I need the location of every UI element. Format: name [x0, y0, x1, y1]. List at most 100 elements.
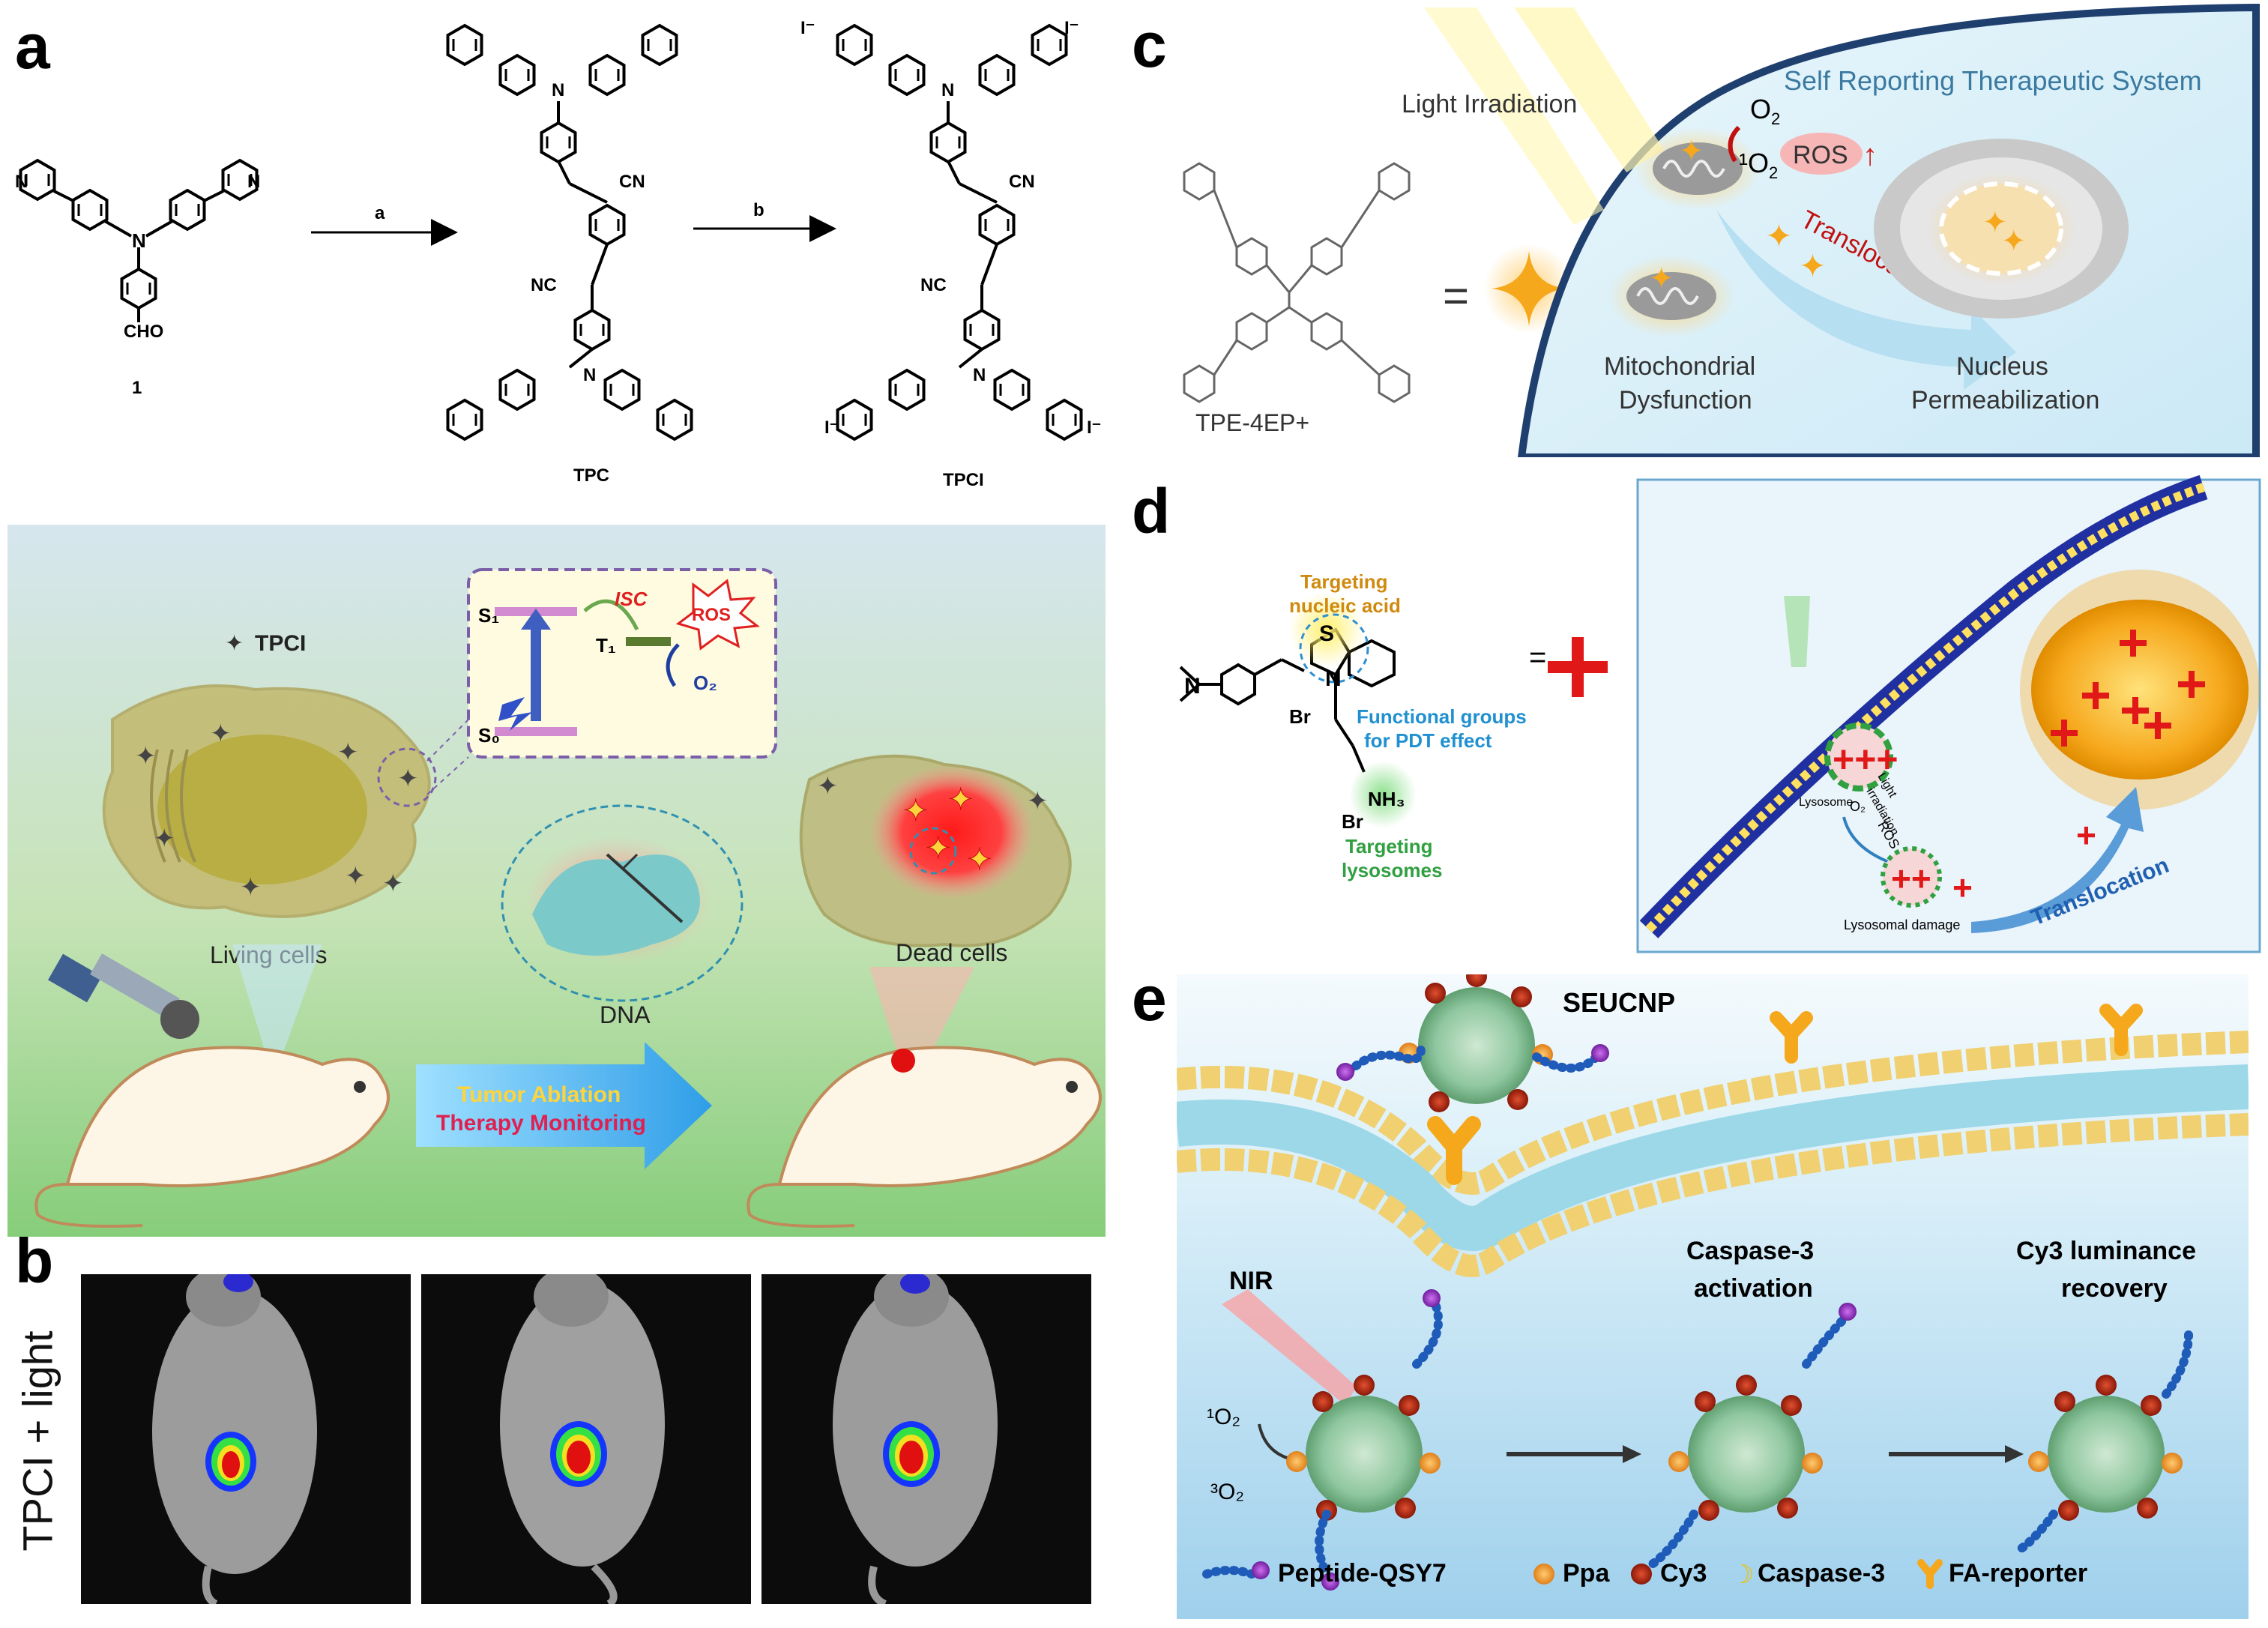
panel-b-side-label-wrap: TPCI + light [7, 1297, 67, 1597]
arrow-b-label: b [753, 200, 764, 220]
tpc-n-top: N [552, 80, 564, 100]
svg-text:++: ++ [1891, 859, 1931, 898]
tumor-ablation-label: Tumor Ablation [457, 1082, 621, 1107]
s1-label: S₁ [478, 604, 499, 627]
tpci-legend-star: ✦ [225, 631, 244, 656]
dead-cells-label: Dead cells [896, 939, 1007, 966]
probe-structure [1180, 630, 1394, 772]
caspase-line2: activation [1694, 1274, 1813, 1303]
t1-label: T₁ [596, 634, 616, 657]
tpci-nc: NC [920, 275, 947, 295]
sulfur-atom: S [1319, 621, 1334, 646]
n-atom-1b: N [247, 172, 260, 192]
legend-ppa-label: Ppa [1563, 1559, 1610, 1588]
nh3-group: NH₃ [1368, 788, 1405, 810]
arrow-a-label: a [375, 203, 385, 223]
nitrogen-atom: N [1325, 666, 1342, 691]
ros-text: ROS [1793, 141, 1848, 169]
legend-fa-label: FA-reporter [1949, 1559, 2087, 1588]
mouse-image-1 [81, 1274, 411, 1604]
s0-label: S₀ [478, 724, 500, 747]
o2-label: O₂ [693, 672, 717, 694]
tpc-cn: CN [619, 172, 645, 192]
svg-text:✦: ✦ [154, 824, 175, 853]
ros-up-arrow-icon: ↑ [1863, 139, 1878, 172]
nucleus-line1: Nucleus [1956, 352, 2048, 381]
svg-text:✦: ✦ [382, 869, 404, 898]
compound-1-label: 1 [132, 378, 142, 398]
svg-text:✦: ✦ [967, 843, 992, 876]
caspase-line1: Caspase-3 [1686, 1237, 1814, 1265]
cross-free-1: + [1952, 868, 1973, 907]
tpe-4ep-structure [1184, 163, 1409, 402]
mito-dysfunction-line1: Mitochondrial [1604, 352, 1755, 381]
panel-c: TPE-4EP+ = Light Irradiation Self Report… [1139, 0, 2264, 457]
svg-text:✦: ✦ [345, 862, 367, 890]
nucleus-illustration: ✦ ✦ [1874, 139, 2129, 319]
cy3-line2: recovery [2061, 1274, 2168, 1303]
singlet-o2-e: ¹O₂ [1207, 1405, 1240, 1429]
legend-caspase-label: Caspase-3 [1758, 1559, 1885, 1588]
tpe-4ep-label: TPE-4EP+ [1195, 409, 1309, 436]
tpci-iodide-1: I⁻ [800, 18, 815, 38]
tpci-iodide-4: I⁻ [1087, 417, 1101, 438]
targeting-ly-line2: lysosomes [1342, 859, 1442, 881]
panel-d-equals: = [1529, 641, 1546, 674]
star-floating-2: ✦ [1799, 248, 1827, 285]
energy-diagram: ISC S₁ S₀ T₁ ROS O₂ [468, 570, 776, 757]
svg-text:✦: ✦ [2001, 225, 2027, 258]
dimethyl-n: N [1184, 674, 1201, 699]
svg-text:✦: ✦ [135, 742, 157, 771]
tpci-label: TPCI [943, 470, 984, 490]
tpci-light-label: TPCI + light [13, 1306, 62, 1576]
isc-label: ISC [615, 588, 648, 610]
targeting-na-line2: nucleic acid [1289, 594, 1401, 617]
system-title: Self Reporting Therapeutic System [1784, 65, 2202, 96]
svg-text:✦: ✦ [948, 783, 974, 816]
panel-d: S N N Br NH₃ Br Targeting nucleic acid F… [1139, 472, 2264, 959]
seucnp-label: SEUCNP [1563, 987, 1675, 1018]
tpci-legend-label: TPCI [255, 631, 306, 656]
cross-free-2: + [2076, 815, 2096, 854]
compound-1-structure: N N N CHO 1 [15, 160, 260, 398]
legend-ppa-icon [1533, 1564, 1554, 1585]
tpc-label: TPC [573, 465, 609, 486]
mito-dysfunction-line2: Dysfunction [1619, 386, 1752, 414]
o2-label-d: O₂ [1850, 799, 1866, 814]
light-irradiation-label: Light Irradiation [1402, 90, 1577, 118]
cy3-line1: Cy3 luminance [2016, 1237, 2196, 1265]
panel-label-e: e [1132, 967, 1167, 1030]
tpci-n-top: N [941, 80, 954, 100]
red-cross-probe-icon [1548, 637, 1608, 697]
bromide-1: Br [1289, 705, 1311, 728]
svg-text:✦: ✦ [926, 832, 951, 865]
legend-cy3-label: Cy3 [1660, 1559, 1707, 1588]
svg-text:✦: ✦ [210, 720, 232, 748]
n-atom-1: N [132, 229, 146, 252]
tpci-n-bottom: N [973, 365, 986, 385]
panel-label-b: b [15, 1229, 53, 1292]
triplet-o2-e: ³O₂ [1210, 1480, 1244, 1504]
targeting-ly-line1: Targeting [1345, 835, 1433, 857]
tpc-structure: N N CN NC TPC [448, 25, 692, 486]
nir-label: NIR [1229, 1267, 1273, 1295]
tpc-nc: NC [531, 275, 557, 295]
svg-text:✦: ✦ [1649, 262, 1674, 295]
targeting-na-line1: Targeting [1300, 570, 1388, 593]
nucleus-line2: Permeabilization [1911, 386, 2099, 414]
ros-label: ROS [692, 605, 731, 625]
svg-text:✦: ✦ [1027, 787, 1049, 815]
cho-group: CHO [124, 322, 163, 342]
n-atom-1a: N [15, 172, 28, 192]
svg-text:✦: ✦ [240, 873, 262, 902]
legend-cy3-icon [1631, 1564, 1652, 1585]
therapy-monitoring-label: Therapy Monitoring [436, 1111, 646, 1136]
mouse-image-3 [761, 1274, 1091, 1604]
panel-c-equals: = [1443, 271, 1469, 321]
functional-line1: Functional groups [1357, 705, 1527, 728]
tpci-cn: CN [1009, 172, 1035, 192]
panel-a-synthesis: N N N CHO 1 a N N CN NC TPC b N [0, 0, 1117, 517]
tpci-structure: N N CN NC I⁻ I⁻ I⁻ I⁻ TPCI [800, 18, 1101, 490]
panel-a-schematic: ✦ TPCI ISC S₁ S₀ T₁ ROS O₂ ✦ ✦ ✦ ✦ ✦ ✦ ✦… [7, 525, 1106, 1237]
tpci-iodide-2: I⁻ [1064, 18, 1079, 38]
